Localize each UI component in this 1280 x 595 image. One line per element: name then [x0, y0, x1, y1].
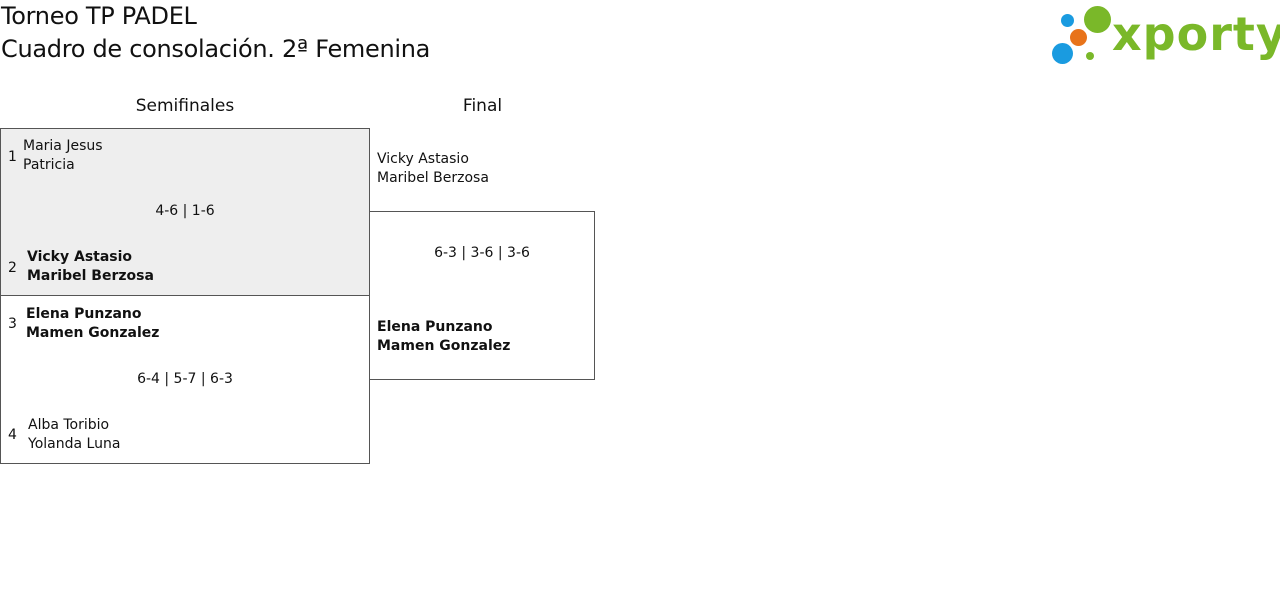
player-name: Alba Toribio [28, 417, 110, 433]
final-team-a[interactable]: Vicky Astasio Maribel Berzosa [377, 150, 489, 188]
page-subtitle: Cuadro de consolación. 2ª Femenina [1, 35, 431, 63]
player-name: Elena Punzano [377, 319, 493, 335]
seed-number: 4 [8, 427, 17, 443]
player-name: Elena Punzano [26, 306, 142, 322]
page-title: Torneo TP PADEL [1, 2, 197, 30]
team-2-winner[interactable]: Vicky Astasio Maribel Berzosa [27, 248, 154, 286]
player-name: Mamen Gonzalez [377, 338, 511, 354]
player-name: Maribel Berzosa [27, 268, 154, 284]
logo-dot-orange-icon [1070, 29, 1087, 46]
seed-number: 3 [8, 316, 17, 332]
xporty-logo[interactable]: xporty [1050, 4, 1280, 68]
round-header-final: Final [462, 96, 503, 116]
logo-dot-green-icon [1084, 6, 1111, 33]
seed-number: 2 [8, 260, 17, 276]
player-name: Maribel Berzosa [377, 170, 489, 186]
team-4[interactable]: Alba Toribio Yolanda Luna [28, 416, 120, 454]
match-score: 6-4 | 5-7 | 6-3 [137, 371, 233, 387]
final-team-b-winner[interactable]: Elena Punzano Mamen Gonzalez [377, 318, 510, 356]
player-name: Vicky Astasio [27, 249, 133, 265]
team-1[interactable]: Maria Jesus Patricia [23, 137, 103, 175]
match-score: 6-3 | 3-6 | 3-6 [434, 245, 530, 261]
semifinal-match-2[interactable]: 3 Elena Punzano Mamen Gonzalez 6-4 | 5-7… [0, 295, 370, 464]
match-score: 4-6 | 1-6 [155, 203, 215, 219]
team-3-winner[interactable]: Elena Punzano Mamen Gonzalez [26, 305, 159, 343]
player-name: Yolanda Luna [28, 436, 121, 452]
player-name: Vicky Astasio [377, 151, 469, 167]
logo-dot-blue-small-icon [1061, 14, 1074, 27]
player-name: Mamen Gonzalez [26, 325, 160, 341]
final-match[interactable]: 6-3 | 3-6 | 3-6 Elena Punzano Mamen Gonz… [369, 211, 595, 380]
player-name: Maria Jesus [23, 138, 103, 154]
seed-number: 1 [8, 149, 17, 165]
round-header-semis: Semifinales [135, 96, 235, 116]
logo-dot-green-small-icon [1086, 52, 1094, 60]
logo-dot-blue-large-icon [1052, 43, 1073, 64]
semifinal-match-1[interactable]: 1 Maria Jesus Patricia 4-6 | 1-6 2 Vicky… [0, 128, 370, 296]
player-name: Patricia [23, 157, 75, 173]
logo-wordmark: xporty [1112, 7, 1280, 61]
